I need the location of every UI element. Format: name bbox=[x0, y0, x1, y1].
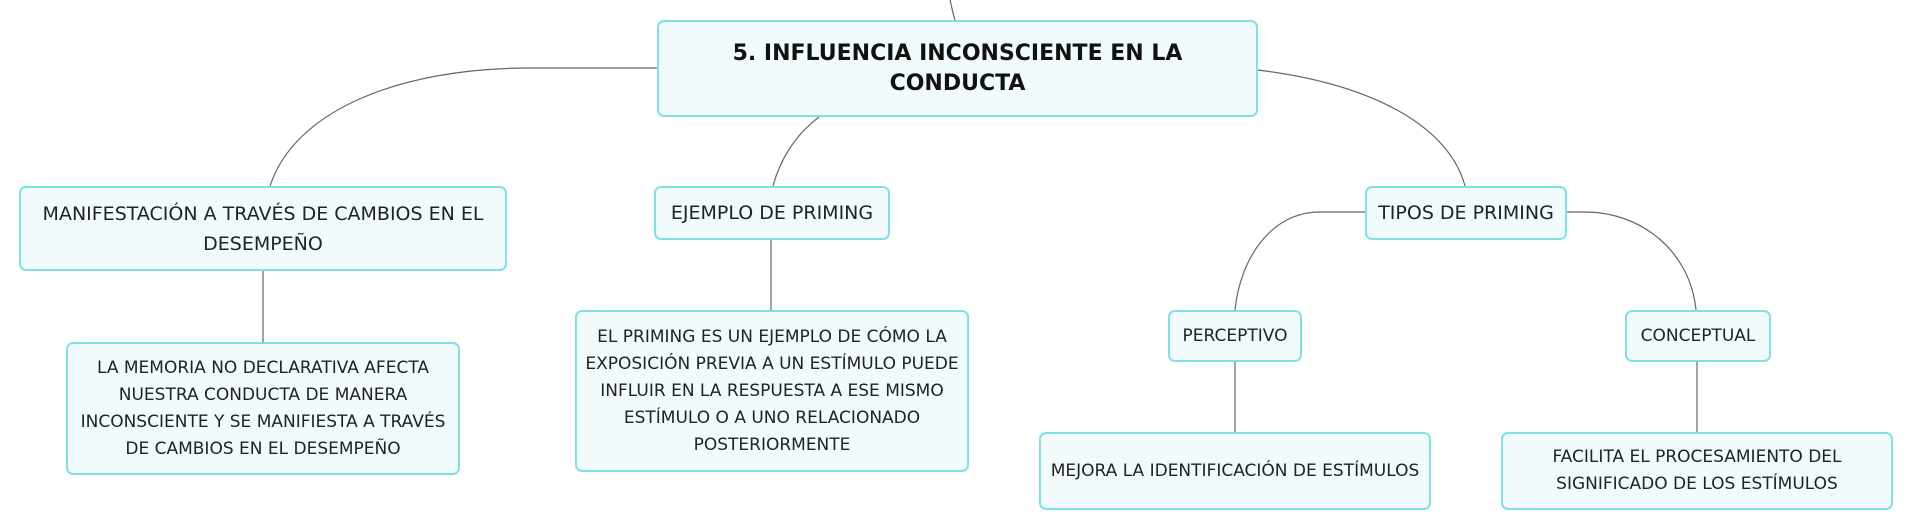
connector-root-ejemplo bbox=[772, 116, 820, 187]
perceptivo-detail-node[interactable]: MEJORA LA IDENTIFICACIÓN DE ESTÍMULOS bbox=[1039, 432, 1431, 510]
branch-tipos-label: TIPOS DE PRIMING bbox=[1378, 202, 1554, 224]
branch-tipos-node[interactable]: TIPOS DE PRIMING bbox=[1365, 186, 1567, 240]
root-topic-label: 5. INFLUENCIA INCONSCIENTE EN LA CONDUCT… bbox=[732, 40, 1183, 96]
subtype-perceptivo-node[interactable]: PERCEPTIVO bbox=[1168, 310, 1302, 362]
connector-root-parent bbox=[949, 0, 956, 21]
subtype-perceptivo-label: PERCEPTIVO bbox=[1182, 325, 1288, 346]
conceptual-detail-text: FACILITA EL PROCESAMIENTO DEL SIGNIFICAD… bbox=[1552, 447, 1842, 494]
connector-tipos-perceptivo bbox=[1234, 211, 1365, 311]
ejemplo-detail-node[interactable]: EL PRIMING ES UN EJEMPLO DE CÓMO LA EXPO… bbox=[575, 310, 969, 472]
branch-manifestacion-label: MANIFESTACIÓN A TRAVÉS DE CAMBIOS EN EL … bbox=[42, 202, 484, 255]
branch-ejemplo-node[interactable]: EJEMPLO DE PRIMING bbox=[654, 186, 890, 240]
ejemplo-detail-text: EL PRIMING ES UN EJEMPLO DE CÓMO LA EXPO… bbox=[585, 326, 959, 455]
branch-manifestacion-node[interactable]: MANIFESTACIÓN A TRAVÉS DE CAMBIOS EN EL … bbox=[19, 186, 507, 271]
connector-root-manifestacion bbox=[269, 67, 657, 187]
perceptivo-detail-text: MEJORA LA IDENTIFICACIÓN DE ESTÍMULOS bbox=[1050, 460, 1420, 481]
manifestacion-detail-text: LA MEMORIA NO DECLARATIVA AFECTA NUESTRA… bbox=[80, 357, 446, 459]
manifestacion-detail-node[interactable]: LA MEMORIA NO DECLARATIVA AFECTA NUESTRA… bbox=[66, 342, 460, 475]
branch-ejemplo-label: EJEMPLO DE PRIMING bbox=[670, 202, 874, 224]
conceptual-detail-node[interactable]: FACILITA EL PROCESAMIENTO DEL SIGNIFICAD… bbox=[1501, 432, 1893, 510]
connector-root-tipos bbox=[1257, 69, 1466, 187]
subtype-conceptual-label: CONCEPTUAL bbox=[1640, 325, 1756, 346]
subtype-conceptual-node[interactable]: CONCEPTUAL bbox=[1625, 310, 1771, 362]
root-topic-node[interactable]: 5. INFLUENCIA INCONSCIENTE EN LA CONDUCT… bbox=[657, 20, 1258, 117]
connector-tipos-conceptual bbox=[1567, 211, 1697, 311]
